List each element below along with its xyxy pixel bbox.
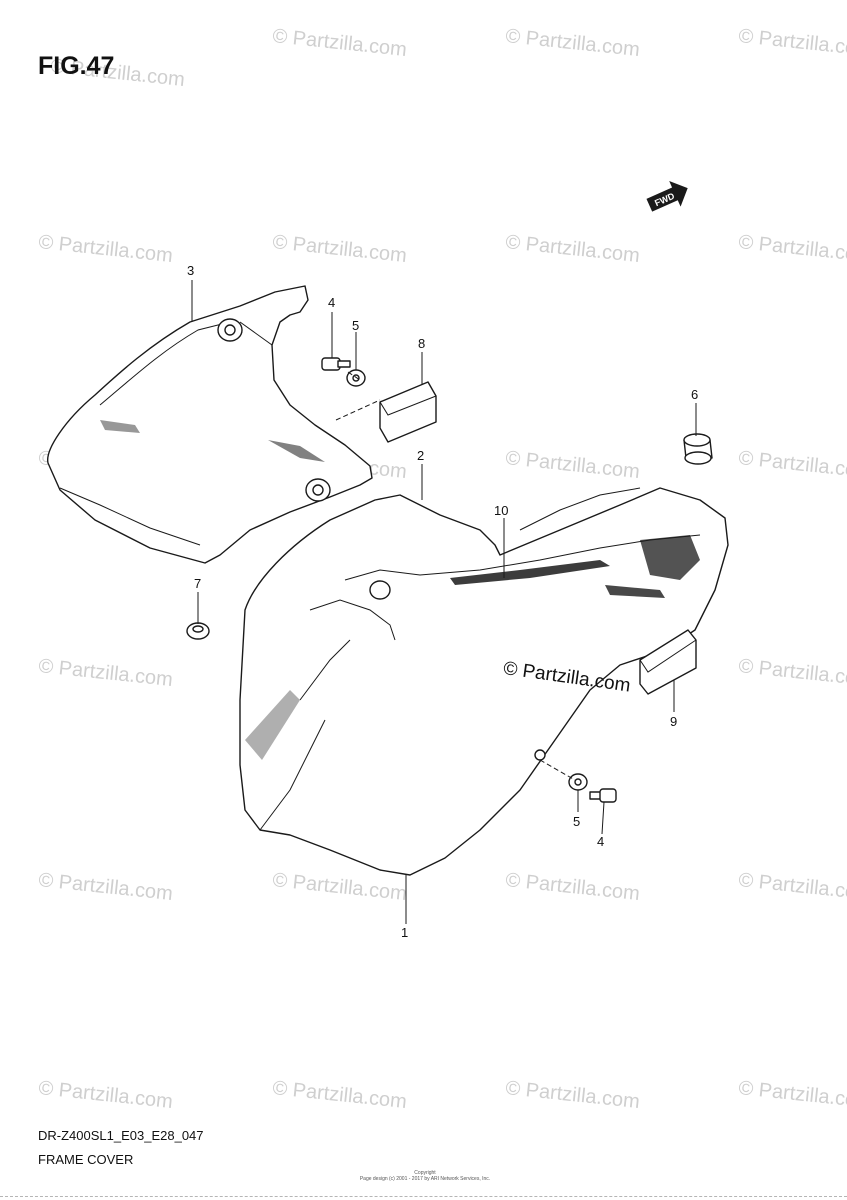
- watermark: © Partzilla.com: [737, 25, 847, 61]
- copyright-line-1: Copyright: [414, 1170, 436, 1176]
- watermark: © Partzilla.com: [37, 1077, 173, 1113]
- watermark: © Partzilla.com: [271, 1077, 407, 1113]
- watermark: © Partzilla.com: [737, 1077, 847, 1113]
- watermark: © Partzilla.com: [504, 447, 640, 483]
- callout-4-upper: 4: [328, 295, 335, 310]
- callout-5-upper: 5: [352, 318, 359, 333]
- callout-8: 8: [418, 336, 425, 351]
- watermark: © Partzilla.com: [37, 869, 173, 905]
- watermark: © Partzilla.com: [504, 231, 640, 267]
- callout-1: 1: [401, 925, 408, 940]
- part-5-washer-upper: [346, 369, 366, 387]
- part-3-left-frame-cover: [47, 285, 373, 564]
- leader-lines: [191, 280, 697, 924]
- part-6-grommet: [683, 433, 713, 465]
- watermark: © Partzilla.com: [37, 655, 173, 691]
- assembly-lines: [335, 371, 576, 781]
- watermark: © Partzilla.com: [737, 447, 847, 483]
- callout-10: 10: [494, 503, 508, 518]
- callout-3: 3: [187, 263, 194, 278]
- callout-7: 7: [194, 576, 201, 591]
- callout-9: 9: [670, 714, 677, 729]
- watermark: © Partzilla.com: [737, 655, 847, 691]
- part-5-washer-lower: [568, 773, 588, 791]
- watermark: © Partzilla.com: [504, 869, 640, 905]
- model-code: DR-Z400SL1_E03_E28_047: [38, 1128, 204, 1143]
- callout-4-lower: 4: [597, 834, 604, 849]
- callout-2: 2: [417, 448, 424, 463]
- part-4-bolt-upper: [321, 357, 351, 371]
- watermark: © Partzilla.com: [37, 231, 173, 267]
- watermark: © Partzilla.com: [737, 231, 847, 267]
- bottom-divider: [0, 1196, 847, 1197]
- watermark: © Partzilla.com: [271, 231, 407, 267]
- copyright-line-2: Page design (c) 2001 - 2017 by ARI Netwo…: [359, 1176, 491, 1182]
- copyright-footer: Copyright Page design (c) 2001 - 2017 by…: [340, 1170, 510, 1182]
- callout-5-lower: 5: [573, 814, 580, 829]
- watermark: © Partzilla.com: [737, 869, 847, 905]
- watermark: © Partzilla.com: [271, 25, 407, 61]
- part-1-2-right-frame-cover: [239, 487, 729, 876]
- watermark: © Partzilla.com: [271, 869, 407, 905]
- callout-labels: 1 2 3 4 5 6 7 8 9 10 5 4: [187, 263, 698, 940]
- part-4-bolt-lower: [589, 788, 617, 803]
- watermark: © Partzilla.com: [504, 25, 640, 61]
- figure-label: FIG.47: [38, 52, 115, 80]
- fwd-arrow-icon: FWD: [646, 181, 688, 212]
- callout-6: 6: [691, 387, 698, 402]
- watermark: © Partzilla.com: [504, 1077, 640, 1113]
- part-9-pad: [639, 629, 697, 695]
- part-8-pad: [379, 381, 437, 443]
- part-7-grommet: [186, 622, 210, 640]
- figure-caption: FRAME COVER: [38, 1152, 134, 1167]
